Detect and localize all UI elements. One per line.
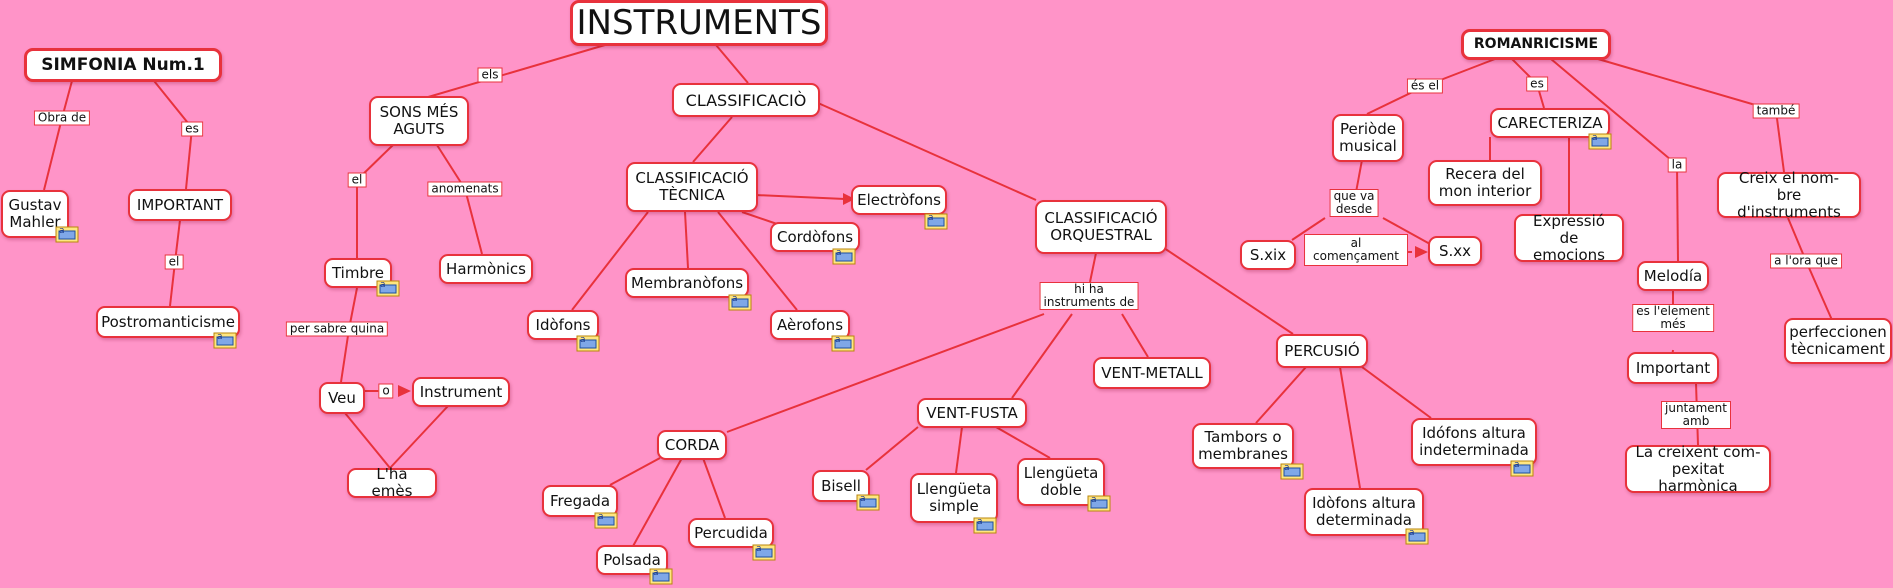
node-cordofons[interactable]: Cordòfons xyxy=(770,222,860,252)
node-perfeccionen[interactable]: perfeccionen tècnicament xyxy=(1784,318,1892,364)
resource-icon[interactable]: a xyxy=(856,492,882,512)
link-label-obra-de: Obra de xyxy=(33,110,91,126)
link-label-es-lelement-mes: es l'element més xyxy=(1632,304,1714,332)
resource-icon[interactable]: a xyxy=(1588,131,1614,151)
link-label-es: es xyxy=(181,121,203,137)
node-creix-nombre[interactable]: Creix el nom- bre d'instruments xyxy=(1717,169,1861,220)
resource-icon[interactable]: a xyxy=(832,246,858,266)
resource-icon[interactable]: a xyxy=(55,224,81,244)
svg-text:a: a xyxy=(59,226,65,236)
node-important-melodia[interactable]: Important xyxy=(1627,352,1719,384)
link-label-es: es xyxy=(1526,76,1548,92)
node-aerofons[interactable]: Aèrofons xyxy=(770,310,850,340)
node-recera[interactable]: Recera del mon interior xyxy=(1428,160,1542,206)
svg-text:a: a xyxy=(380,280,386,290)
link-label-hi-ha-instruments-de: hi ha instruments de xyxy=(1039,282,1139,310)
resource-icon[interactable]: a xyxy=(924,211,950,231)
svg-text:a: a xyxy=(598,512,604,522)
node-idofons-determinada[interactable]: Idòfons altura determinada xyxy=(1304,488,1424,536)
node-creixent-complexitat[interactable]: La creixent com- pexitat harmònica xyxy=(1625,443,1771,494)
svg-text:a: a xyxy=(1409,528,1415,538)
svg-text:a: a xyxy=(835,335,841,345)
node-postromanticisme[interactable]: Postromanticisme xyxy=(96,306,240,338)
node-idofons[interactable]: Idòfons xyxy=(527,310,599,340)
svg-text:a: a xyxy=(1592,133,1598,143)
node-caracteriza[interactable]: CARECTERIZA xyxy=(1490,108,1610,138)
resource-icon[interactable]: a xyxy=(1280,461,1306,481)
svg-text:a: a xyxy=(732,294,738,304)
node-expressio[interactable]: Expressió de emocions xyxy=(1514,212,1624,263)
svg-text:a: a xyxy=(1514,460,1520,470)
resource-icon[interactable]: a xyxy=(1510,458,1536,478)
node-mahler[interactable]: Gustav Mahler xyxy=(1,190,69,238)
node-vent-metall[interactable]: VENT-METALL xyxy=(1093,357,1211,389)
resource-icon[interactable]: a xyxy=(1405,526,1431,546)
node-corda[interactable]: CORDA xyxy=(657,430,727,460)
svg-text:a: a xyxy=(653,568,659,578)
node-melodia[interactable]: Melodía xyxy=(1637,261,1709,291)
link-label-al-comencament: al començament xyxy=(1304,234,1408,266)
node-veu[interactable]: Veu xyxy=(319,382,365,414)
node-idofons-indeterminada[interactable]: Idófons altura indeterminada xyxy=(1411,418,1537,466)
link-label-el: el xyxy=(347,172,367,188)
svg-text:a: a xyxy=(756,544,762,554)
link-label-anomenats: anomenats xyxy=(427,181,503,197)
node-lha-emes[interactable]: L'ha emès xyxy=(347,466,437,500)
svg-text:a: a xyxy=(928,213,934,223)
node-instrument[interactable]: Instrument xyxy=(412,377,510,407)
link-label-o: o xyxy=(378,383,394,399)
node-sxx[interactable]: S.xx xyxy=(1428,236,1482,266)
link-label-es-el: és el xyxy=(1406,78,1444,94)
node-instruments[interactable]: INSTRUMENTS xyxy=(570,0,828,46)
link-label-a-lora-que: a l'ora que xyxy=(1770,253,1842,269)
node-fregada[interactable]: Fregada xyxy=(542,485,618,517)
resource-icon[interactable]: a xyxy=(576,333,602,353)
link-label-juntament-amb: juntament amb xyxy=(1661,401,1731,429)
resource-icon[interactable]: a xyxy=(376,278,402,298)
node-harmonics[interactable]: Harmònics xyxy=(439,254,533,284)
node-sons-mes-aguts[interactable]: SONS MÉS AGUTS xyxy=(369,96,469,146)
link-label-per-sabre-quina: per sabre quina xyxy=(285,321,389,337)
svg-text:a: a xyxy=(836,248,842,258)
node-classificacio-tecnica[interactable]: CLASSIFICACIÓ TÈCNICA xyxy=(626,162,758,212)
resource-icon[interactable]: a xyxy=(728,292,754,312)
resource-icon[interactable]: a xyxy=(594,510,620,530)
node-membranofons[interactable]: Membranòfons xyxy=(625,268,749,298)
link-label-tambe: també xyxy=(1752,103,1800,119)
svg-text:a: a xyxy=(1091,495,1097,505)
node-classificacio-orquestral[interactable]: CLASSIFICACIÓ ORQUESTRAL xyxy=(1035,200,1167,254)
resource-icon[interactable]: a xyxy=(1087,493,1113,513)
node-llengueta-simple[interactable]: Llengüeta simple xyxy=(910,473,998,523)
node-electrofons[interactable]: Electròfons xyxy=(851,185,947,215)
node-vent-fusta[interactable]: VENT-FUSTA xyxy=(917,398,1027,428)
link-label-els: els xyxy=(477,67,503,83)
node-percudida[interactable]: Percudida xyxy=(688,518,774,548)
node-classificacio[interactable]: CLASSIFICACIÒ xyxy=(672,83,820,117)
resource-icon[interactable]: a xyxy=(649,566,675,586)
resource-icon[interactable]: a xyxy=(213,330,239,350)
node-simfonia[interactable]: SIMFONIA Num.1 xyxy=(24,48,222,82)
svg-text:a: a xyxy=(860,494,866,504)
svg-text:a: a xyxy=(580,335,586,345)
node-romanticisme[interactable]: ROMANRICISME xyxy=(1461,29,1611,60)
resource-icon[interactable]: a xyxy=(752,542,778,562)
node-periode-musical[interactable]: Periòde musical xyxy=(1332,114,1404,162)
node-llengueta-doble[interactable]: Llengüeta doble xyxy=(1017,458,1105,506)
node-sxix[interactable]: S.xix xyxy=(1240,240,1296,270)
svg-text:a: a xyxy=(217,332,223,342)
svg-text:a: a xyxy=(977,517,983,527)
link-label-que-va-desde: que va desde xyxy=(1329,189,1379,217)
svg-text:a: a xyxy=(1284,463,1290,473)
node-tambors[interactable]: Tambors o membranes xyxy=(1192,423,1294,469)
resource-icon[interactable]: a xyxy=(973,515,999,535)
link-label-el: el xyxy=(164,254,184,270)
link-label-la: la xyxy=(1667,157,1687,173)
node-important[interactable]: IMPORTANT xyxy=(128,189,232,221)
resource-icon[interactable]: a xyxy=(831,333,857,353)
node-percusio[interactable]: PERCUSIÓ xyxy=(1276,334,1368,368)
